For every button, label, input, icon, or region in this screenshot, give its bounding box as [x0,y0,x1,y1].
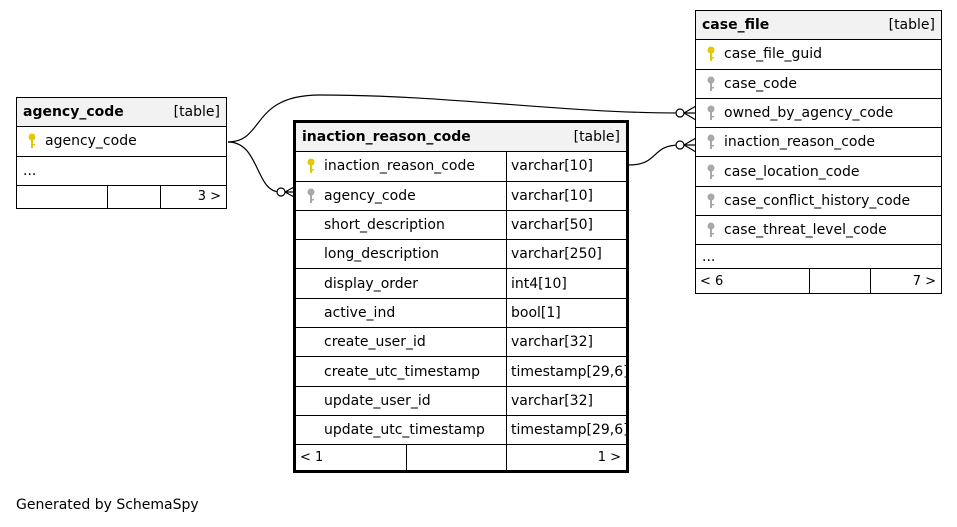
column-row[interactable]: display_order int4[10] [296,269,626,299]
column-row[interactable]: short_description varchar[50] [296,210,626,241]
column-name: inaction_reason_code [324,158,475,175]
column-name: update_user_id [324,392,431,409]
column-name: case_file_guid [724,46,823,63]
children-count[interactable]: 7 > [870,269,941,294]
column-row[interactable]: active_ind bool[1] [296,298,626,329]
column-row[interactable]: create_utc_timestamp timestamp[29,6] [296,357,629,387]
table-name: inaction_reason_code [302,129,471,146]
column-row[interactable]: agency_code varchar[10] [296,181,626,211]
column-type: int4[10] [506,269,626,298]
children-count[interactable]: 1 > [506,445,626,471]
footer-middle [107,185,160,208]
link-end-circle [276,187,286,197]
table-kind: [table] [888,17,935,34]
column-row[interactable]: update_utc_timestamp timestamp[29,6] [296,415,629,446]
foreign-key-icon [702,76,720,92]
column-row[interactable]: create_user_id varchar[32] [296,328,626,358]
table-name: agency_code [23,104,124,121]
column-row[interactable]: owned_by_agency_code [696,99,941,129]
column-row[interactable]: case_threat_level_code [696,216,941,246]
column-type: timestamp[29,6] [506,357,629,386]
column-name: short_description [324,217,445,234]
link-agency-to-case-file [227,94,681,143]
table-case-file[interactable]: case_file [table] case_file_guid case_co… [695,10,942,295]
column-type: varchar[250] [506,240,626,269]
column-name: case_code [724,75,797,92]
column-name: agency_code [324,187,416,204]
column-name: display_order [324,275,419,292]
table-footer: < 1 1 > [296,445,626,471]
primary-key-icon [702,46,720,62]
foreign-key-icon [702,164,720,180]
more-columns-row: ... [17,157,226,186]
column-type: varchar[32] [506,328,626,357]
footer-middle [809,269,870,294]
table-header: inaction_reason_code [table] [296,123,626,153]
column-name: case_conflict_history_code [724,192,911,209]
foreign-key-icon [702,105,720,121]
column-row[interactable]: inaction_reason_code varchar[10] [296,152,626,182]
parents-count[interactable]: < 1 [300,450,324,466]
primary-key-icon [302,158,320,174]
column-row[interactable]: case_file_guid [696,40,941,70]
foreign-key-icon [702,222,720,238]
column-type: varchar[10] [506,181,626,210]
primary-key-icon [23,133,41,149]
column-name: case_location_code [724,163,860,180]
column-row[interactable]: update_user_id varchar[32] [296,386,626,416]
column-name: long_description [324,246,440,263]
footer-middle [406,445,506,471]
table-kind: [table] [573,129,620,146]
generated-by-footer: Generated by SchemaSpy [16,497,199,513]
column-name: agency_code [45,133,137,150]
table-footer: < 6 7 > [696,269,941,294]
column-type: bool[1] [506,298,626,328]
table-name: case_file [702,17,770,34]
table-header: case_file [table] [696,11,941,41]
column-name: create_user_id [324,334,426,351]
column-row[interactable]: case_conflict_history_code [696,187,941,217]
column-type: varchar[32] [506,386,626,415]
link-end-circle [675,140,685,150]
column-name: inaction_reason_code [724,134,875,151]
column-row[interactable]: case_location_code [696,157,941,187]
link-agency-to-inaction [227,141,281,193]
column-name: update_utc_timestamp [324,422,485,439]
foreign-key-icon [702,193,720,209]
more-columns-row: ... [696,245,941,270]
table-kind: [table] [173,104,220,121]
column-row[interactable]: inaction_reason_code [696,128,941,158]
link-crowfoot [683,105,697,121]
column-name: case_threat_level_code [724,222,887,239]
column-row[interactable]: agency_code [17,127,226,157]
more-indicator: ... [702,248,716,265]
column-type: varchar[50] [506,210,626,240]
column-name: create_utc_timestamp [324,363,481,380]
column-row[interactable]: long_description varchar[250] [296,240,626,270]
foreign-key-icon [702,134,720,150]
link-crowfoot [683,137,697,153]
more-indicator: ... [23,162,37,179]
column-type: varchar[10] [506,152,626,181]
column-name: active_ind [324,304,396,321]
column-name: owned_by_agency_code [724,105,894,122]
table-agency-code[interactable]: agency_code [table] agency_code ... 3 > [16,97,227,209]
link-end-circle [675,108,685,118]
foreign-key-icon [302,188,320,204]
parents-count[interactable]: < 6 [700,273,724,289]
parents-count[interactable] [17,186,107,208]
column-type: timestamp[29,6] [506,415,629,445]
children-count[interactable]: 3 > [160,185,226,208]
column-row[interactable]: case_code [696,70,941,99]
table-footer: 3 > [17,185,226,208]
table-inaction-reason-code[interactable]: inaction_reason_code [table] inaction_re… [293,120,629,474]
table-header: agency_code [table] [17,98,226,128]
link-inaction-to-case-file [627,144,681,166]
